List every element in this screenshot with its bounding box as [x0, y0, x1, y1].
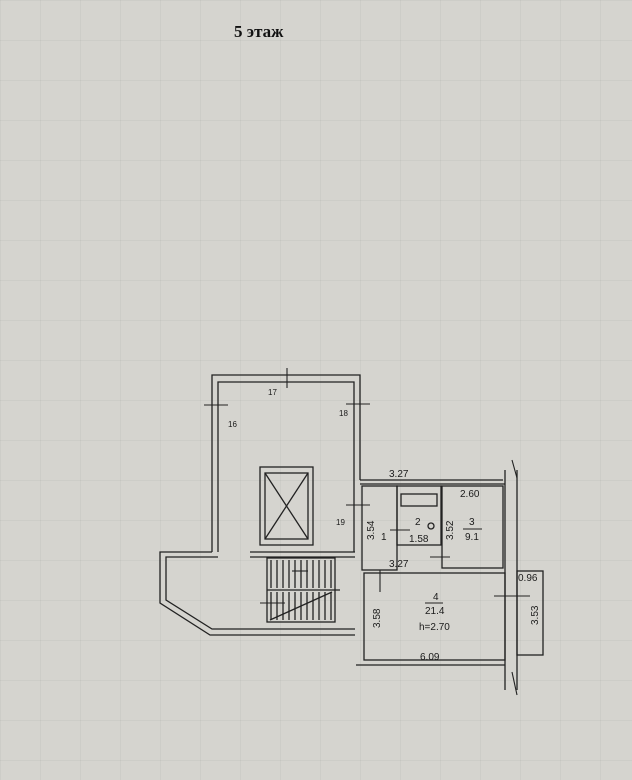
dim-top-corridor: 3.27: [389, 469, 409, 480]
dim-room4-width: 6.09: [420, 652, 440, 663]
label-16: 16: [228, 420, 237, 429]
floor-title: 5 этаж: [234, 22, 284, 41]
dim-balcony-width: 0.96: [518, 573, 538, 584]
room-3-number: 3: [469, 517, 475, 528]
dim-corridor-bottom: 3.27: [389, 559, 409, 570]
elevator-shaft: [259, 466, 314, 546]
room-4-area: 21.4: [425, 606, 445, 617]
room-2-area: 1.58: [409, 534, 429, 545]
room-3-area: 9.1: [465, 532, 479, 543]
dim-corridor-height: 3.54: [366, 520, 377, 540]
dim-room3-width: 2.60: [460, 489, 480, 500]
apartment-walls: [356, 459, 544, 696]
toilet: [427, 522, 435, 530]
staircase: [260, 557, 340, 623]
label-18: 18: [339, 409, 348, 418]
room-2-number: 2: [415, 517, 421, 528]
label-19: 19: [336, 518, 345, 527]
label-17: 17: [268, 388, 277, 397]
dim-room3-height: 3.52: [445, 520, 456, 540]
stairwell-walls: [159, 374, 361, 636]
balcony: [516, 570, 544, 656]
room-4-height: h=2.70: [419, 622, 450, 633]
room-4-number: 4: [433, 592, 439, 603]
dim-balcony-length: 3.53: [530, 605, 541, 625]
dim-room4-height: 3.58: [372, 608, 383, 628]
room-1-number: 1: [381, 532, 387, 543]
bathtub: [400, 493, 438, 507]
door-ticks: [204, 368, 370, 506]
